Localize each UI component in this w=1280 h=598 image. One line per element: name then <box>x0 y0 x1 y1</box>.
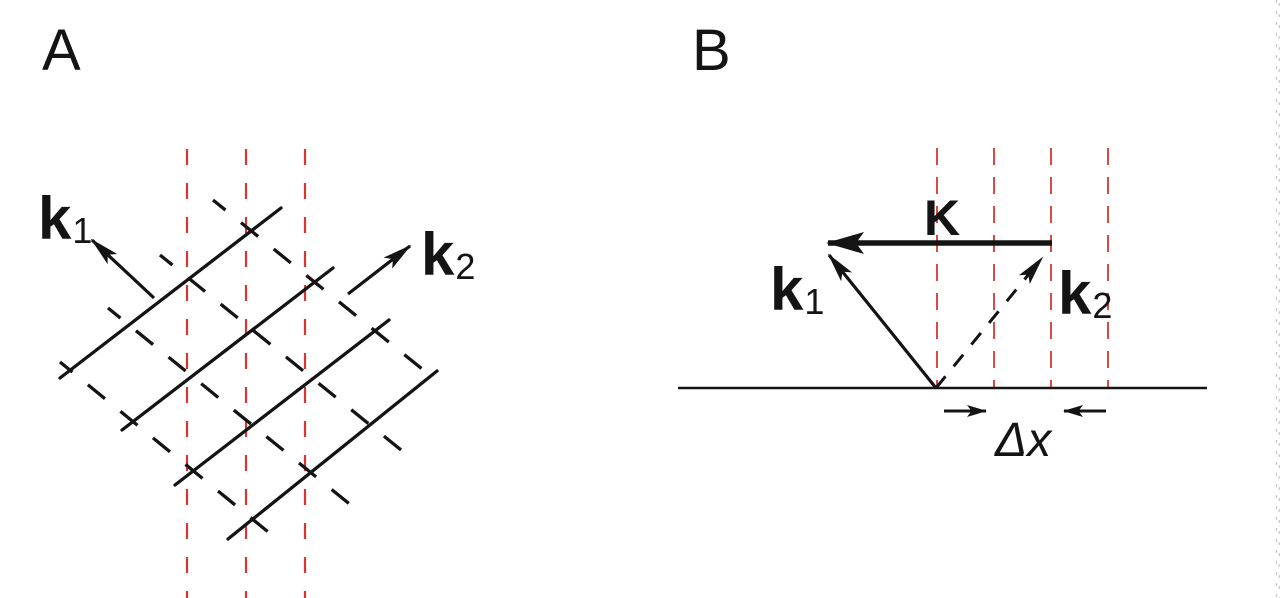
k2-label-a: k2 <box>421 225 475 285</box>
k2-label-b-base: k <box>1058 260 1092 327</box>
wavefront-solid <box>173 318 391 487</box>
wavefront-dashed <box>106 306 354 508</box>
k1-vector-arrow-b <box>827 253 938 390</box>
k1-label-b-base: k <box>770 256 804 323</box>
k1-label-a-base: k <box>38 185 72 252</box>
panel-b-fringe-lines <box>936 148 1109 387</box>
k2-vector-arrow-a <box>347 244 412 296</box>
panel-b <box>678 148 1207 417</box>
k2-label-b: k2 <box>1058 264 1112 324</box>
k1-label-b: k1 <box>770 260 824 320</box>
wavefront-dashed <box>158 253 408 456</box>
panel-b-label: B <box>692 18 731 83</box>
panel-a-wavefronts-dashed <box>58 198 439 542</box>
wavefront-dashed <box>211 198 439 383</box>
panel-a <box>58 149 439 598</box>
k1-label-a: k1 <box>38 189 92 249</box>
k1-label-a-sub: 1 <box>72 210 93 251</box>
k2-vector-arrow-b <box>934 256 1044 389</box>
panel-a-label: A <box>42 18 81 83</box>
panel-a-fringe-lines <box>185 149 307 598</box>
wavefront-solid <box>120 266 335 432</box>
k2-label-b-sub: 2 <box>1092 285 1113 326</box>
k1-vector-arrow-a <box>90 238 156 300</box>
panel-a-wavefronts-solid <box>58 206 439 541</box>
wavefront-solid <box>226 369 439 541</box>
k2-label-a-sub: 2 <box>455 246 476 287</box>
K-label: K <box>924 190 961 246</box>
wavefront-solid <box>58 206 283 380</box>
wavefront-dashed <box>58 360 280 542</box>
right-edge-artifact <box>1275 0 1280 598</box>
k1-label-b-sub: 1 <box>804 281 825 322</box>
delta-x-label: Δx <box>995 414 1052 467</box>
k2-label-a-base: k <box>421 221 455 288</box>
